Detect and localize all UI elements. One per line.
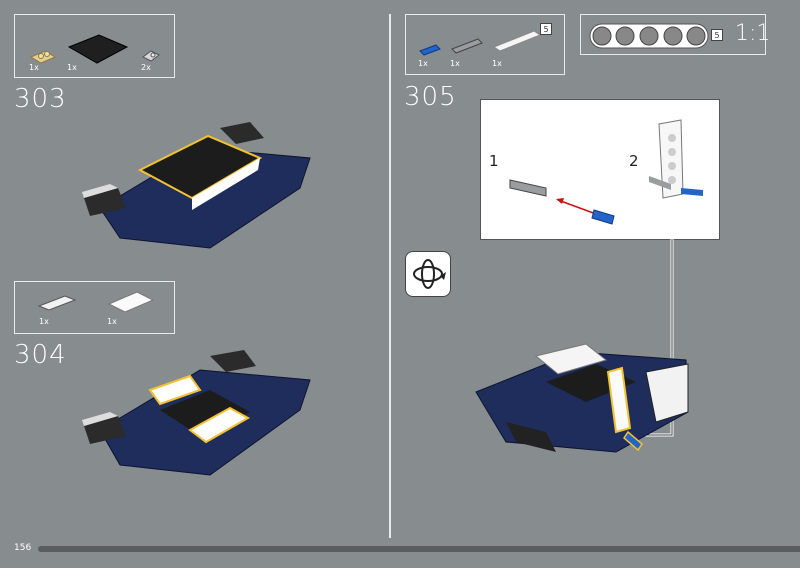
part-qty: 2x xyxy=(141,63,151,72)
gray-pin-icon xyxy=(451,38,483,54)
parts-list-step-303: 1x 1x 2x xyxy=(14,14,175,78)
scale-reference-box: 5 1:1 xyxy=(580,14,770,55)
part-qty: 1x xyxy=(492,59,502,68)
white-beam-icon xyxy=(492,30,542,52)
step-number: 304 xyxy=(14,340,67,370)
step-number: 303 xyxy=(14,84,67,114)
page-number: 156 xyxy=(14,543,32,553)
part-qty: 1x xyxy=(29,63,39,72)
size-badge: 5 xyxy=(711,29,723,41)
progress-bar xyxy=(38,546,800,552)
beam-scale-icon xyxy=(589,23,709,49)
model-step-304 xyxy=(82,350,311,476)
sub-assembly-callout: 1 2 xyxy=(480,99,720,240)
part-qty: 1x xyxy=(418,59,428,68)
sub-step-number: 1 xyxy=(489,152,499,170)
column-divider xyxy=(389,14,391,538)
part-qty: 1x xyxy=(39,317,49,326)
part-qty: 1x xyxy=(107,317,117,326)
clip-plate-icon xyxy=(142,50,160,62)
sub-step-number: 2 xyxy=(629,152,639,170)
scale-label: 1:1 xyxy=(735,21,771,46)
blue-axle-pin-icon xyxy=(419,44,441,56)
part-qty: 1x xyxy=(450,59,460,68)
pin-assembly-icon xyxy=(509,179,615,225)
part-qty: 1x xyxy=(67,63,77,72)
size-badge: 5 xyxy=(540,23,552,35)
black-tile-icon xyxy=(67,34,129,64)
parts-list-step-304: 1x 1x xyxy=(14,281,175,334)
parts-list-step-305: 1x 1x 1x 5 xyxy=(405,14,565,75)
model-step-305 xyxy=(475,343,689,453)
rotate-model-icon xyxy=(405,251,451,297)
step-number: 305 xyxy=(404,82,457,112)
model-step-303 xyxy=(82,122,311,249)
tan-plate-icon xyxy=(29,50,57,64)
white-plate-icon xyxy=(37,295,77,311)
beam-with-pins-icon xyxy=(649,119,703,199)
white-tile-icon xyxy=(107,291,155,313)
